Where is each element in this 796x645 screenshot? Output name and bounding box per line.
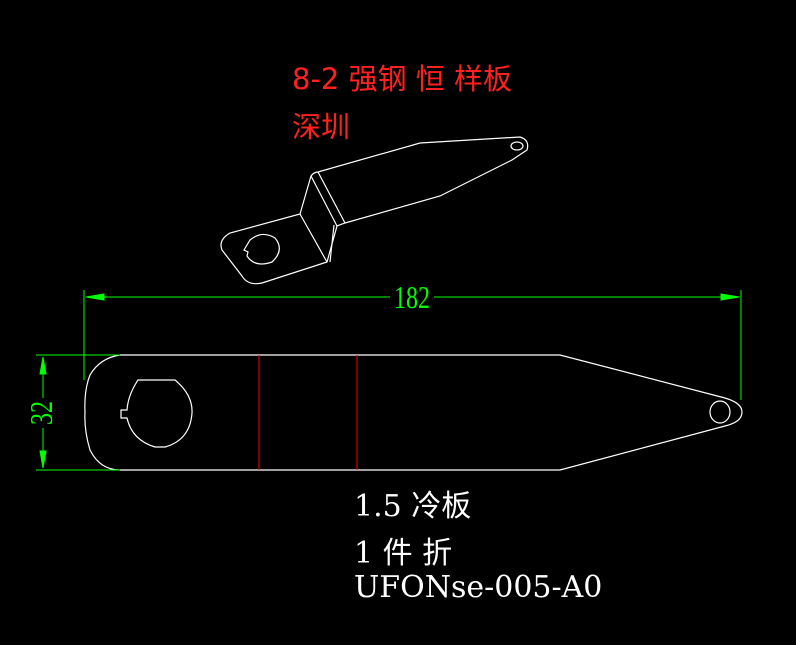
material-note: 1.5 冷板: [354, 489, 472, 524]
title-annotation: 8-2 强钢 恒 样板: [292, 62, 513, 96]
part-number: UFONse-005-A0: [354, 570, 603, 605]
width-dimension: 32: [26, 401, 60, 425]
length-dimension: 182: [394, 282, 430, 316]
location-annotation: 深圳: [292, 110, 351, 144]
part-outline: [84, 354, 743, 471]
end-hole: [709, 400, 731, 424]
quantity-note: 1 件 折: [354, 536, 453, 571]
flat-pattern-view: [84, 354, 743, 471]
keyed-hole: [120, 379, 193, 448]
isometric-part-view: [220, 136, 529, 285]
dimension-lines: [36, 290, 742, 471]
